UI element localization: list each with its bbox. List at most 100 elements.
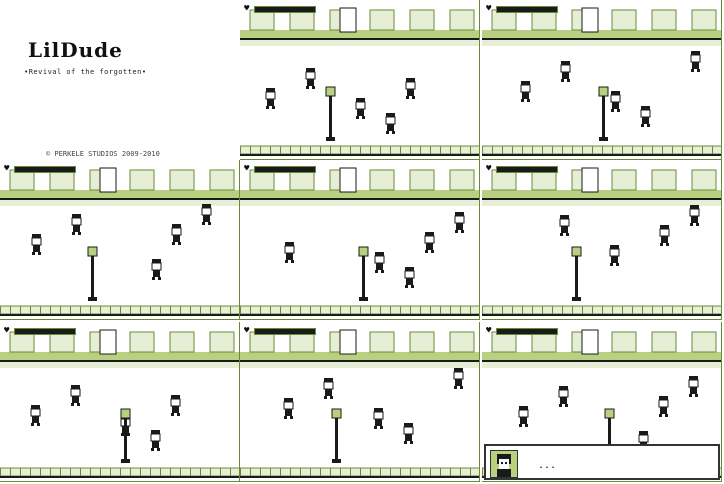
building-base: [482, 190, 721, 200]
building-base: [482, 30, 721, 40]
building-base: [0, 352, 239, 362]
zombie-sprite: [283, 398, 294, 419]
hedge: [169, 331, 195, 353]
heart-icon: ♥: [4, 164, 10, 174]
heart-icon: ♥: [4, 326, 10, 336]
zombie-sprite: [70, 385, 81, 406]
zombie-sprite: [640, 106, 651, 127]
copyright-text: © PERKELE STUDIOS 2009-2010: [46, 150, 160, 158]
hedge: [289, 169, 315, 191]
hedge: [409, 9, 435, 31]
title-card: LilDude •Revival of the forgotten• © PER…: [0, 0, 240, 160]
hedge: [491, 9, 517, 31]
zombie-sprite: [355, 98, 366, 119]
hedge: [449, 331, 475, 353]
hedge: [691, 331, 717, 353]
hedge: [249, 331, 275, 353]
hedge: [409, 169, 435, 191]
zombie-sprite: [30, 405, 41, 426]
hedge: [691, 9, 717, 31]
health-bar: [254, 166, 316, 173]
dialog-box: ...: [484, 444, 720, 480]
street-panel: ♥: [482, 160, 722, 320]
door: [339, 329, 357, 355]
zombie-sprite: [518, 406, 529, 427]
street-panel: ♥: [0, 322, 240, 482]
character-portrait: [490, 450, 518, 478]
zombie-sprite: [171, 224, 182, 245]
heart-icon: ♥: [244, 4, 250, 14]
hedge: [611, 169, 637, 191]
hedge: [611, 331, 637, 353]
door: [339, 7, 357, 33]
zombie-sprite: [404, 267, 415, 288]
hedge: [289, 9, 315, 31]
hedge: [9, 169, 35, 191]
game-logo: LilDude: [28, 38, 123, 62]
door: [339, 167, 357, 193]
street-panel: ♥: [240, 0, 480, 160]
hedge: [531, 9, 557, 31]
zombie-sprite: [453, 368, 464, 389]
door: [99, 329, 117, 355]
building-base: [240, 352, 479, 362]
zombie-sprite: [71, 214, 82, 235]
health-bar: [14, 328, 76, 335]
door: [581, 329, 599, 355]
hedge: [369, 331, 395, 353]
hedge: [409, 331, 435, 353]
hedge: [611, 9, 637, 31]
health-bar: [496, 328, 558, 335]
hedge: [651, 9, 677, 31]
zombie-sprite: [151, 259, 162, 280]
door: [581, 167, 599, 193]
heart-icon: ♥: [244, 164, 250, 174]
health-bar: [496, 6, 558, 13]
zombie-sprite: [610, 91, 621, 112]
hedge: [129, 331, 155, 353]
building-base: [482, 352, 721, 362]
heart-icon: ♥: [486, 164, 492, 174]
zombie-sprite: [690, 51, 701, 72]
hedge: [289, 331, 315, 353]
zombie-sprite: [688, 376, 699, 397]
zombie-sprite: [201, 204, 212, 225]
zombie-sprite: [373, 408, 384, 429]
zombie-sprite: [558, 386, 569, 407]
street-panel: ♥: [0, 160, 240, 320]
zombie-sprite: [170, 395, 181, 416]
hedge: [209, 169, 235, 191]
hedge: [49, 331, 75, 353]
door: [581, 7, 599, 33]
street-lamp: [358, 246, 369, 301]
zombie-sprite: [609, 245, 620, 266]
street-lamp: [571, 246, 582, 301]
street-lamp: [598, 86, 609, 141]
hedge: [169, 169, 195, 191]
zombie-sprite: [150, 430, 161, 451]
game-subtitle: •Revival of the forgotten•: [24, 68, 147, 76]
hedge: [651, 331, 677, 353]
street-lamp: [87, 246, 98, 301]
health-bar: [14, 166, 76, 173]
zombie-sprite: [659, 225, 670, 246]
zombie-sprite: [689, 205, 700, 226]
hedge: [531, 169, 557, 191]
health-bar: [254, 328, 316, 335]
zombie-sprite: [31, 234, 42, 255]
hedge: [651, 169, 677, 191]
street-panel: ♥: [482, 0, 722, 160]
street-lamp: [325, 86, 336, 141]
building-base: [240, 190, 479, 200]
hedge: [449, 169, 475, 191]
door: [99, 167, 117, 193]
hedge: [249, 9, 275, 31]
street-lamp: [120, 408, 131, 463]
hedge: [491, 331, 517, 353]
building-base: [240, 30, 479, 40]
zombie-sprite: [403, 423, 414, 444]
health-bar: [496, 166, 558, 173]
zombie-sprite: [374, 252, 385, 273]
zombie-sprite: [658, 396, 669, 417]
zombie-sprite: [405, 78, 416, 99]
